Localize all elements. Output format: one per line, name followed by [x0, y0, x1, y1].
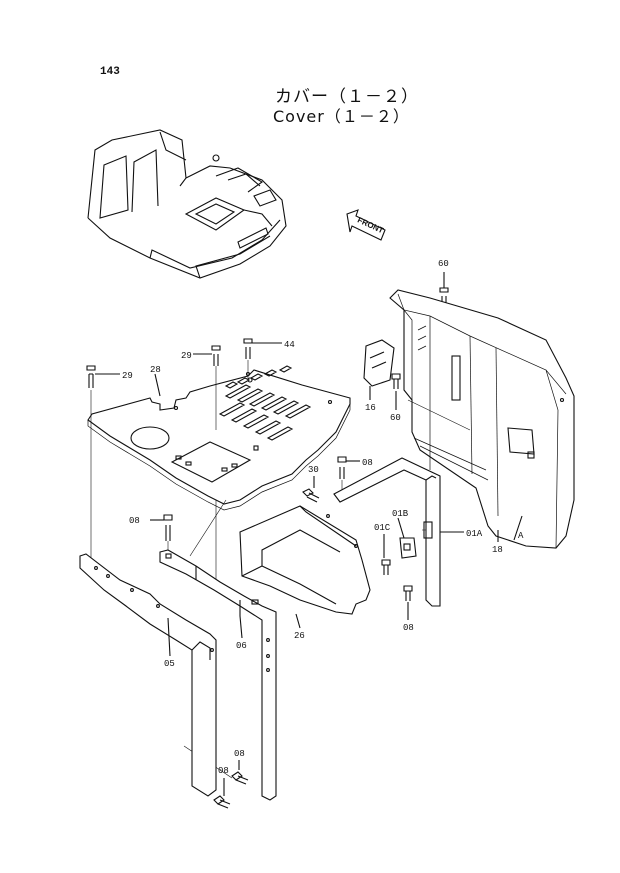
part-26-duct-cover	[239, 505, 371, 615]
part-16-hinge-bracket	[363, 339, 395, 387]
bolt-44	[243, 338, 253, 359]
bolt-08-c	[403, 585, 413, 601]
part-01-bracket	[333, 457, 441, 607]
bolt-08-b	[337, 456, 347, 479]
callout-08-c: 08	[403, 623, 414, 633]
callout-60-top: 60	[438, 259, 449, 269]
callout-leader-lines	[95, 272, 523, 796]
bolt-08-e	[213, 795, 231, 809]
callout-30: 30	[308, 465, 319, 475]
callout-01C: 01C	[374, 523, 391, 533]
callout-08-e: 08	[218, 766, 229, 776]
callout-16: 16	[365, 403, 376, 413]
bolt-29-a	[86, 365, 96, 388]
callout-01A: 01A	[466, 529, 483, 539]
page-number: 143	[100, 66, 120, 78]
callout-08-b: 08	[129, 516, 140, 526]
bolt-08-a	[163, 514, 173, 541]
excavator-overview-illustration	[87, 129, 287, 279]
callout-28: 28	[150, 365, 161, 375]
callout-44: 44	[284, 340, 295, 350]
callout-08-a: 08	[362, 458, 373, 468]
callout-05: 05	[164, 659, 175, 669]
bolt-30	[302, 488, 320, 503]
callout-60-mid: 60	[390, 413, 401, 423]
callout-06: 06	[236, 641, 247, 651]
part-06-support-bracket	[159, 549, 277, 801]
part-01B-plate	[399, 537, 417, 559]
front-direction-arrow: FRONT	[346, 209, 386, 241]
callout-labels: 60 44 29 29 28 16 60 30 08 08 01B 01C 01…	[122, 259, 524, 776]
part-18-side-door-panel	[389, 289, 575, 549]
bolt-60-mid	[391, 373, 401, 389]
callout-08-d: 08	[234, 749, 245, 759]
part-05-support-bracket	[79, 553, 217, 797]
callout-18: 18	[492, 545, 503, 555]
callout-26: 26	[294, 631, 305, 641]
bolt-01C	[381, 559, 391, 575]
diagram-title-english: Cover（１－２）	[273, 107, 410, 126]
callout-29-a: 29	[122, 371, 133, 381]
part-28-top-cover-plate	[87, 365, 351, 511]
bolt-29-b	[211, 345, 221, 366]
front-label: FRONT	[356, 215, 385, 235]
callout-01B: 01B	[392, 509, 409, 519]
bolt-08-d	[231, 771, 249, 785]
vent-slots	[218, 365, 312, 441]
callout-A: A	[518, 531, 524, 541]
diagram-title-japanese: カバー（１－２）	[275, 87, 419, 107]
callout-29-b: 29	[181, 351, 192, 361]
